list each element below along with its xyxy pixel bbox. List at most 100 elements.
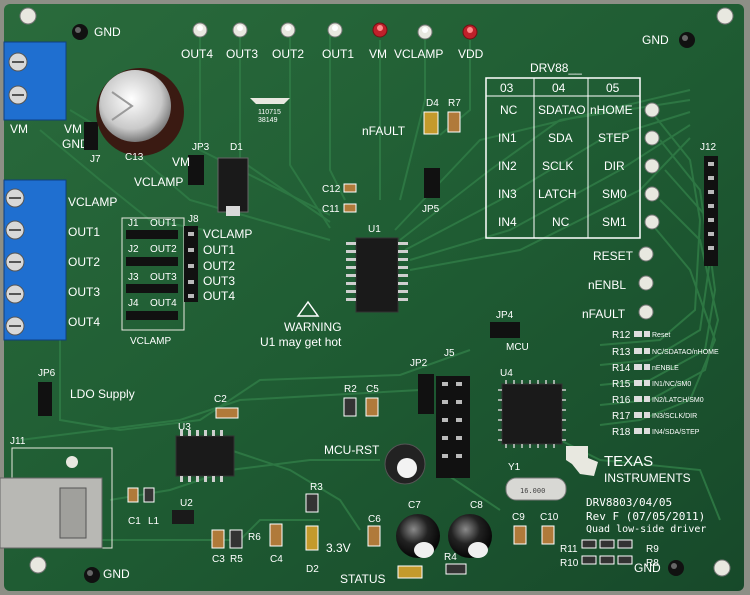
svg-text:D4: D4 — [426, 98, 439, 109]
brand-line2: INSTRUMENTS — [604, 471, 691, 485]
terminal-label: OUT4 — [68, 315, 100, 329]
jumper-label-vm: VM — [64, 122, 82, 136]
svg-text:SDA: SDA — [548, 131, 573, 145]
svg-text:NC: NC — [500, 103, 518, 117]
capacitor-c6: C6 — [367, 514, 381, 547]
svg-text:R15: R15 — [612, 379, 631, 390]
svg-text:J5: J5 — [444, 348, 455, 359]
svg-text:J1: J1 — [128, 218, 139, 229]
test-point-out1: OUT1 — [322, 22, 354, 61]
test-point-label: OUT3 — [226, 47, 258, 61]
svg-text:IN1/NC/SM0: IN1/NC/SM0 — [652, 381, 691, 388]
jumper-j7: J7 — [84, 122, 101, 165]
test-point-vclamp: VCLAMP — [394, 24, 443, 61]
svg-text:NC: NC — [552, 215, 570, 229]
svg-text:C2: C2 — [214, 394, 227, 405]
svg-text:R18: R18 — [612, 427, 631, 438]
logo-mark: 110715 38149 — [250, 98, 290, 124]
chip-u3: U3 — [175, 422, 235, 482]
nfault-led: nFAULT D4 R7 — [362, 98, 461, 138]
test-point-vdd: VDD — [458, 24, 484, 61]
svg-text:J11: J11 — [10, 436, 26, 447]
svg-text:U3: U3 — [178, 422, 191, 433]
svg-text:IN3/SCLK/DIR: IN3/SCLK/DIR — [652, 413, 697, 420]
svg-text:C9: C9 — [512, 512, 525, 523]
svg-text:OUT1: OUT1 — [150, 218, 177, 229]
svg-text:IN4/SDA/STEP: IN4/SDA/STEP — [652, 429, 700, 436]
svg-text:LATCH: LATCH — [538, 187, 576, 201]
svg-text:R3: R3 — [310, 482, 323, 493]
svg-text:SM0: SM0 — [602, 187, 627, 201]
test-point-out3: OUT3 — [226, 22, 258, 61]
jumper-ref: J7 — [90, 154, 101, 165]
pin-label-reset: RESET — [593, 249, 634, 263]
svg-text:OUT4: OUT4 — [150, 298, 177, 309]
revision-subtitle: Quad low-side driver — [586, 524, 706, 535]
svg-text:R13: R13 — [612, 347, 631, 358]
svg-text:SM1: SM1 — [602, 215, 627, 229]
out-terminal-block: VCLAMP OUT1 OUT2 OUT3 OUT4 — [3, 179, 117, 341]
jumper-jp6: JP6 LDO Supply — [38, 368, 135, 416]
jumper-jp3: JP3 VM VCLAMP — [134, 142, 210, 189]
chip-u4: U4 — [498, 368, 566, 448]
svg-text:L1: L1 — [148, 516, 160, 527]
voltage-label: 3.3V — [326, 541, 351, 555]
svg-text:OUT2: OUT2 — [150, 244, 177, 255]
svg-text:R9: R9 — [646, 544, 659, 555]
svg-text:J4: J4 — [128, 298, 139, 309]
svg-text:IN3: IN3 — [498, 187, 517, 201]
svg-text:C3: C3 — [212, 554, 225, 565]
svg-text:R5: R5 — [230, 554, 243, 565]
svg-text:R16: R16 — [612, 395, 631, 406]
svg-text:OUT4: OUT4 — [203, 289, 235, 303]
svg-text:IN4: IN4 — [498, 215, 517, 229]
table-test-points — [638, 102, 660, 320]
capacitors-c11-c12: C12 C11 — [322, 183, 357, 215]
test-point-label: VDD — [458, 47, 484, 61]
usb-connector-j11: J11 — [0, 436, 113, 549]
svg-text:R11: R11 — [560, 544, 578, 555]
gnd-post-bottom-right: GND — [634, 560, 684, 576]
svg-text:R7: R7 — [448, 98, 461, 109]
svg-text:C6: C6 — [368, 514, 381, 525]
svg-text:110715: 110715 — [258, 109, 281, 116]
gnd-label: GND — [642, 33, 669, 47]
pin-label-nenbl: nENBL — [588, 278, 626, 292]
svg-text:nHOME: nHOME — [590, 103, 633, 117]
crystal-y1: Y1 16.000 — [505, 462, 567, 501]
jumper-label-gnd: GND — [62, 137, 89, 151]
status-led: STATUS — [340, 565, 423, 586]
terminal-label: OUT3 — [68, 285, 100, 299]
resistor-r2-cap-c5: R2 C5 — [343, 384, 379, 417]
svg-text:C7: C7 — [408, 500, 421, 511]
test-point-label: VCLAMP — [394, 47, 443, 61]
svg-text:VCLAMP: VCLAMP — [134, 175, 183, 189]
svg-text:U2: U2 — [180, 498, 193, 509]
svg-text:R6: R6 — [248, 532, 261, 543]
svg-text:nENBLE: nENBLE — [652, 365, 679, 372]
svg-text:R2: R2 — [344, 384, 357, 395]
svg-text:OUT3: OUT3 — [203, 274, 235, 288]
led-row: R18 IN4/SDA/STEP — [612, 427, 700, 438]
svg-text:J8: J8 — [188, 214, 199, 225]
svg-text:38149: 38149 — [258, 117, 278, 124]
terminal-label: OUT2 — [68, 255, 100, 269]
terminal-label: OUT1 — [68, 225, 100, 239]
svg-text:C4: C4 — [270, 554, 283, 565]
svg-text:VM: VM — [172, 155, 190, 169]
svg-text:C8: C8 — [470, 500, 483, 511]
jumper-jp5: JP5 — [422, 168, 440, 215]
terminal-label-vm: VM — [10, 122, 28, 136]
svg-text:J12: J12 — [700, 142, 717, 153]
gnd-label: GND — [634, 561, 661, 575]
svg-text:JP5: JP5 — [422, 204, 440, 215]
diode-d1: D1 — [217, 142, 249, 216]
svg-text:nFAULT: nFAULT — [362, 124, 406, 138]
